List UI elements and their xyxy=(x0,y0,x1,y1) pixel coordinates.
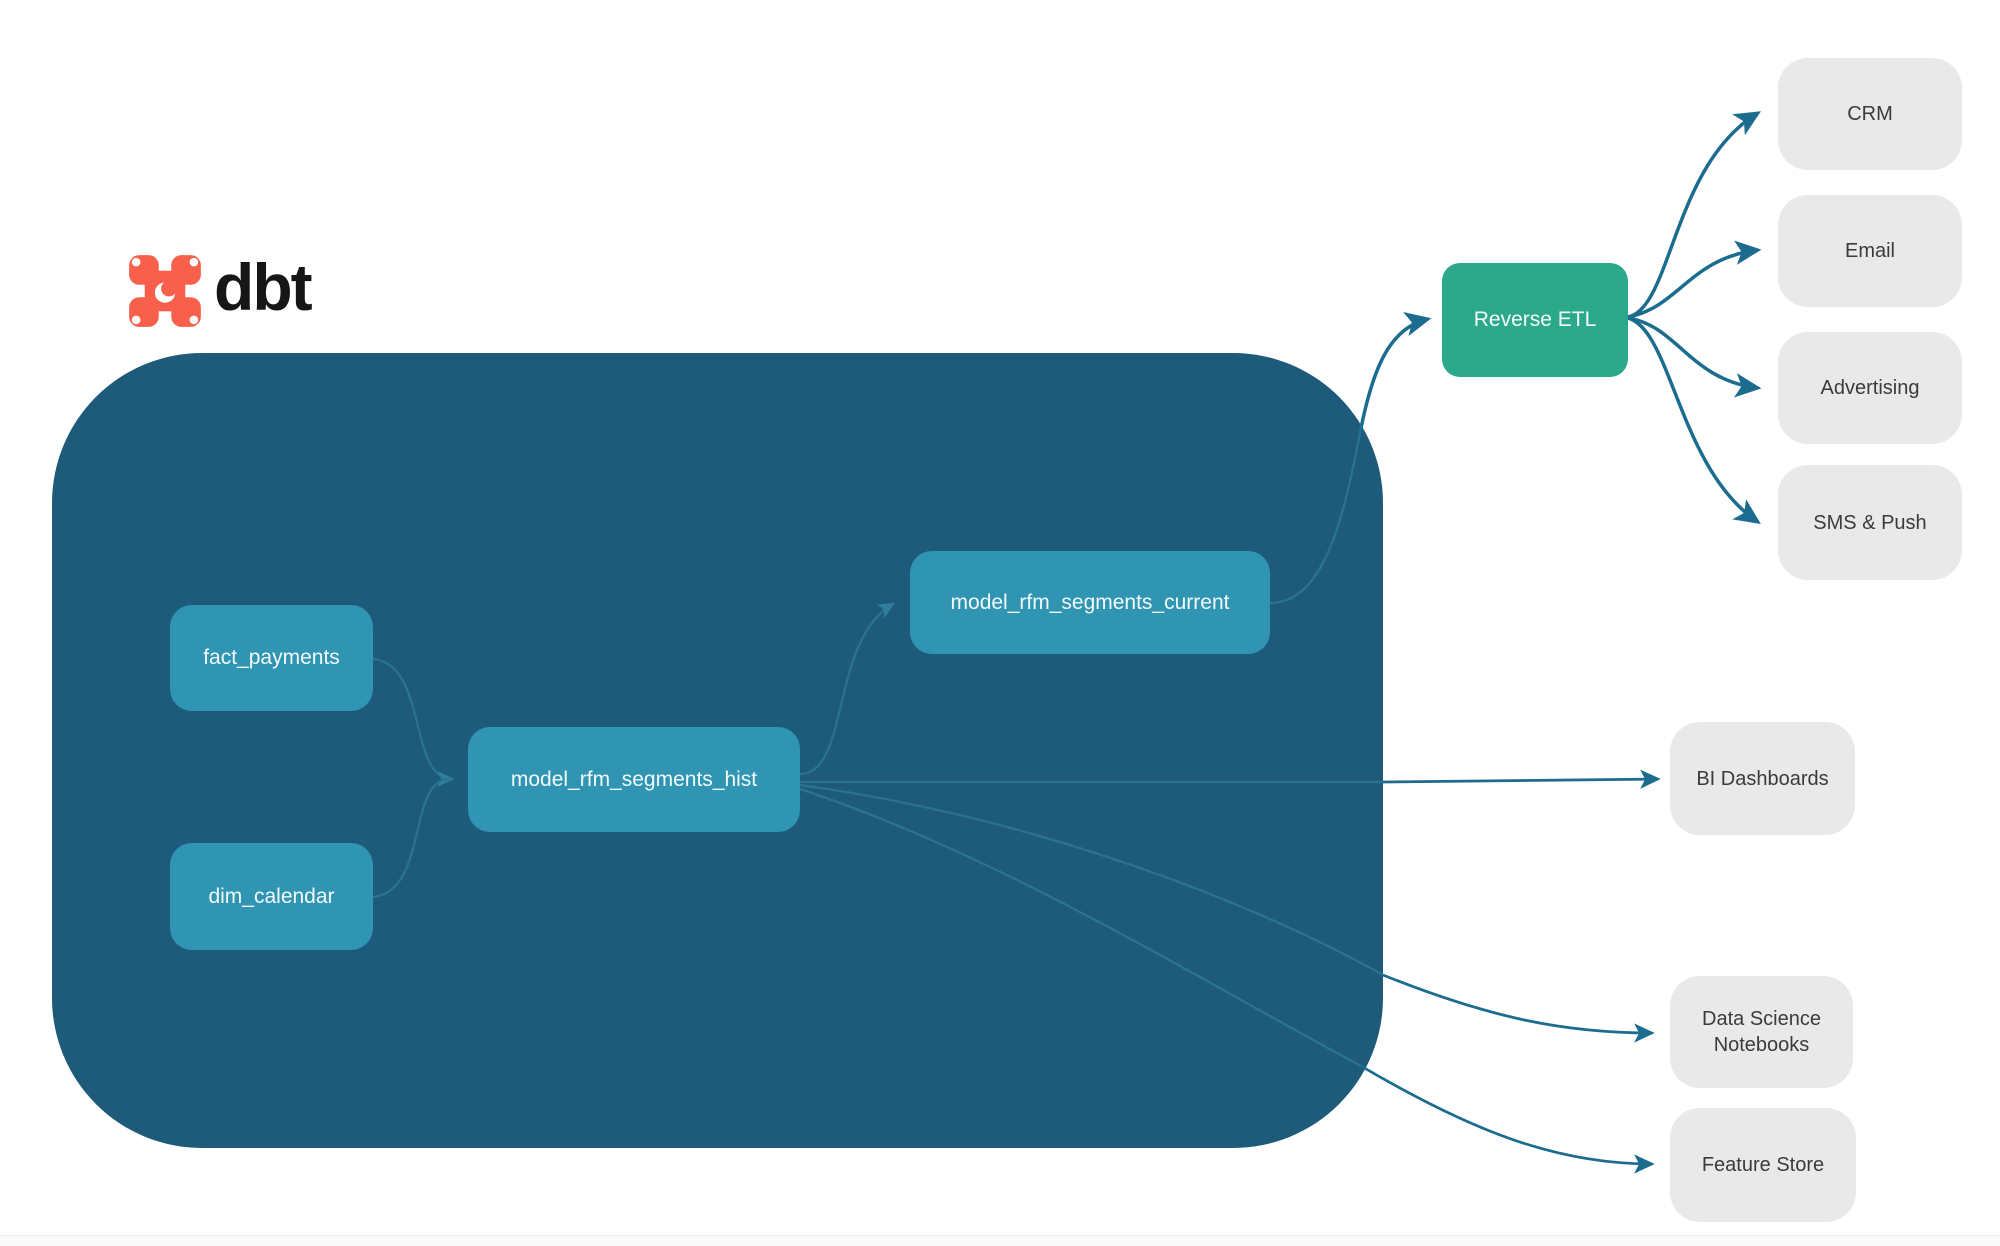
edge-reverse-etl-to-email xyxy=(1627,240,1762,319)
node-data-science-notebooks: Data Science Notebooks xyxy=(1670,976,1853,1088)
node-bi-dashboards: BI Dashboards xyxy=(1670,722,1855,835)
brand-name: dbt xyxy=(214,250,313,324)
node-dim-calendar: dim_calendar xyxy=(170,843,373,950)
node-feature-store: Feature Store xyxy=(1670,1108,1856,1222)
node-fact-payments: fact_payments xyxy=(170,605,373,711)
edge-hist-to-bi-dashboards xyxy=(1382,769,1661,789)
edge-reverse-etl-to-crm xyxy=(1627,111,1761,319)
dbt-logo: dbt xyxy=(126,250,313,330)
edge-current-to-reverse-etl xyxy=(1358,312,1432,434)
dbt-logo-icon xyxy=(129,255,201,327)
bottom-edge-strip xyxy=(0,1235,2000,1246)
edge-reverse-etl-to-advertising xyxy=(1627,316,1762,398)
node-model-rfm-segments-hist: model_rfm_segments_hist xyxy=(468,727,800,832)
node-email: Email xyxy=(1778,195,1962,307)
node-advertising: Advertising xyxy=(1778,332,1962,444)
node-reverse-etl: Reverse ETL xyxy=(1442,263,1628,377)
edge-hist-to-feature-store xyxy=(1360,1064,1655,1174)
node-model-rfm-segments-current: model_rfm_segments_current xyxy=(910,551,1270,654)
edge-reverse-etl-to-sms-push xyxy=(1627,316,1761,524)
edge-hist-to-data-science-notebooks xyxy=(1382,973,1655,1043)
node-sms-push: SMS & Push xyxy=(1778,465,1962,580)
node-crm: CRM xyxy=(1778,58,1962,170)
